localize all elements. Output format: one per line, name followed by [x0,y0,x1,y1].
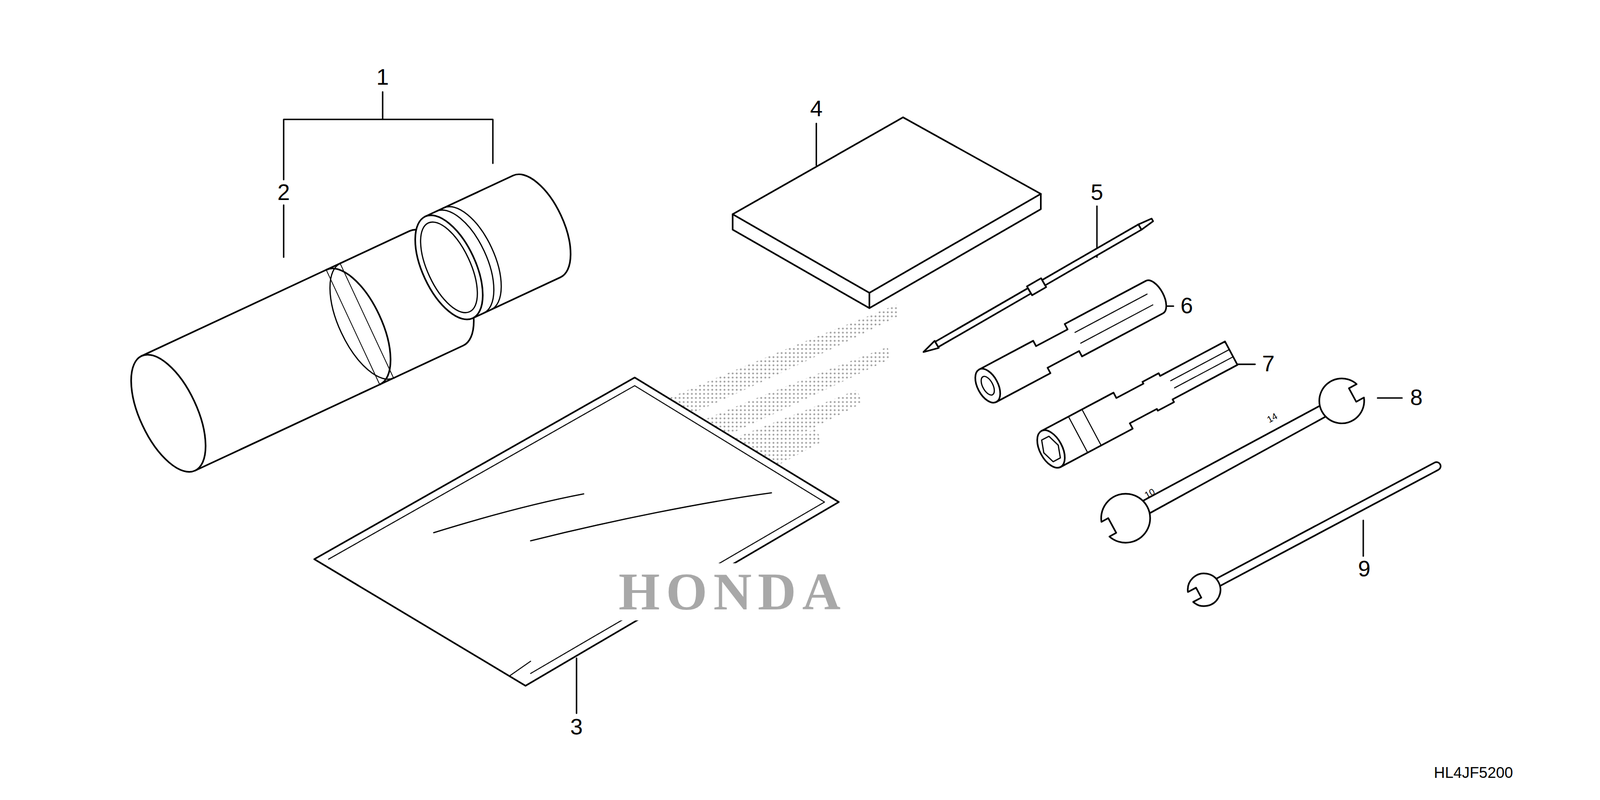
callout-number: 8 [1409,386,1423,410]
callout-number: 7 [1262,352,1275,376]
callout-number: 1 [376,66,390,89]
leader-lines [283,91,1403,714]
callout-number: 6 [1180,295,1194,318]
callout-number: 9 [1358,558,1371,581]
callout-number: 4 [809,97,823,121]
callout-number: 2 [277,181,291,205]
wing-lines [433,492,772,541]
watermark-text: HONDA [614,563,851,621]
wrench-size-mark: 14 [1265,411,1280,425]
small-wrench [1183,449,1448,612]
plug-wrench [1031,335,1241,472]
callout-number: 5 [1090,181,1104,205]
callout-number: 3 [570,716,584,739]
tube-cap [401,164,585,330]
storage-bag [314,377,840,686]
figure-code: HL4JF5200 [1433,764,1513,781]
owners-manual [732,117,1041,308]
